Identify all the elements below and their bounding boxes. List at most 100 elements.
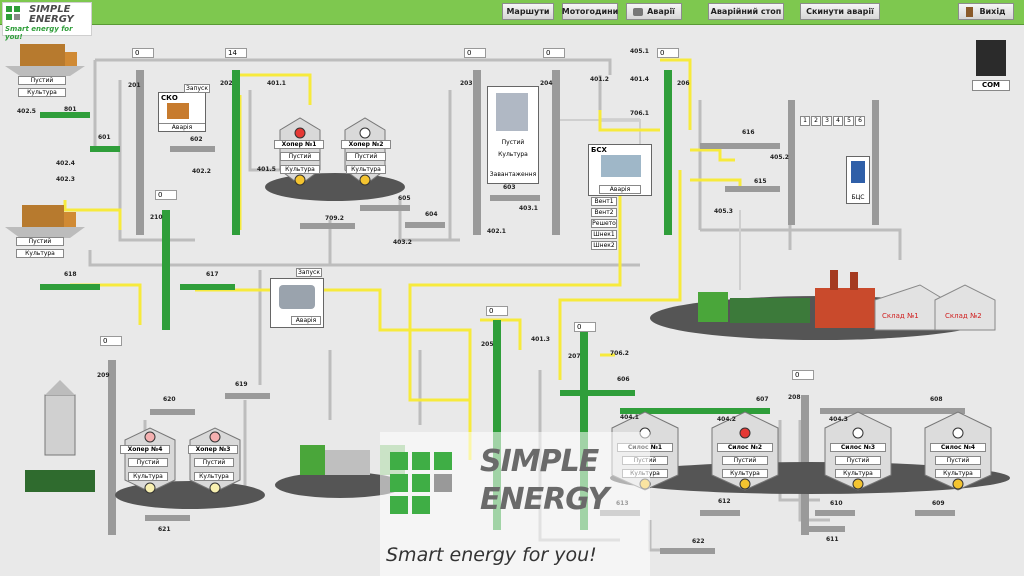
equipment-label-404-2: 404.2: [717, 416, 736, 423]
alarms-button[interactable]: Аварії: [626, 3, 682, 20]
silo4-culture: Культура: [935, 469, 981, 478]
equipment-label-402-2: 402.2: [192, 168, 211, 175]
bsh-vent2[interactable]: Вент2: [591, 208, 617, 217]
counter-208: 0: [792, 370, 814, 380]
equipment-label-401-2: 401.2: [590, 76, 609, 83]
counter-202: 14: [225, 48, 247, 58]
equipment-label-601: 601: [98, 134, 111, 141]
routes-button[interactable]: Маршути: [502, 3, 554, 20]
equipment-label-402-3: 402.3: [56, 176, 75, 183]
bsh-sieve[interactable]: Решето: [591, 219, 617, 228]
equipment-label-620: 620: [163, 396, 176, 403]
hopper4-status: Пустий: [128, 458, 168, 467]
sko-unit[interactable]: СКО Аварія: [158, 92, 206, 132]
gate-1[interactable]: 1: [800, 116, 810, 126]
sko-dryer-icon: [167, 103, 189, 119]
alarms-label: Аварії: [647, 7, 675, 16]
equipment-label-621: 621: [158, 526, 171, 533]
conveyors: [40, 112, 965, 554]
silo3-culture: Культура: [835, 469, 881, 478]
fan-unit[interactable]: Аварія: [270, 278, 324, 328]
hopper4-culture: Культура: [128, 472, 168, 481]
equipment-label-405-3: 405.3: [714, 208, 733, 215]
counter-210: 0: [155, 190, 177, 200]
fan-start-button[interactable]: Запуск: [296, 268, 322, 277]
equipment-label-405-2: 405.2: [770, 154, 789, 161]
exit-button[interactable]: Вихід: [958, 3, 1014, 20]
equipment-label-404-3: 404.3: [829, 416, 848, 423]
fan-machine-icon: [279, 285, 315, 309]
silo4-status: Пустий: [935, 456, 981, 465]
equipment-label-607: 607: [756, 396, 769, 403]
bsh-alarm-status: Аварія: [599, 185, 641, 194]
equipment-label-604: 604: [425, 211, 438, 218]
reset-alarms-button[interactable]: Скинути аварії: [800, 3, 880, 20]
silo3-title: Силос №3: [830, 443, 886, 452]
equipment-label-206: 206: [677, 80, 690, 87]
gate-6[interactable]: 6: [855, 116, 865, 126]
watermark-line2: ENERGY: [480, 482, 609, 517]
hopper2-culture: Культура: [346, 165, 386, 174]
equipment-label-709-2: 709.2: [325, 215, 344, 222]
separator-unit[interactable]: Пустий Культура Завантаження: [487, 86, 539, 184]
silo4-title: Силос №4: [930, 443, 986, 452]
bcs-unit[interactable]: БЦС: [846, 156, 870, 204]
emergency-stop-button[interactable]: Аварійний стоп: [708, 3, 784, 20]
silo3-status: Пустий: [835, 456, 881, 465]
gate-3[interactable]: 3: [822, 116, 832, 126]
railcar-silo: [25, 380, 95, 492]
sko-label: СКО: [161, 94, 178, 102]
counter-205: 0: [486, 306, 508, 316]
separator-culture: Культура: [498, 151, 528, 158]
bcs-gate-selector: 1 2 3 4 5 6: [800, 116, 865, 126]
equipment-label-401-1: 401.1: [267, 80, 286, 87]
bsh-shnek2[interactable]: Шнек2: [591, 241, 617, 250]
sko-start-button[interactable]: Запуск: [184, 84, 210, 93]
truck2-status: Пустий: [16, 237, 64, 246]
equipment-label-617: 617: [206, 271, 219, 278]
gate-2[interactable]: 2: [811, 116, 821, 126]
truck1-status: Пустий: [18, 76, 66, 85]
bsh-vent1[interactable]: Вент1: [591, 197, 617, 206]
sklad2-label: Склад №2: [945, 312, 982, 320]
bsh-label: БСХ: [591, 146, 607, 154]
com-button[interactable]: COM: [972, 80, 1010, 91]
hopper2-title: Хопер №2: [341, 140, 391, 149]
bsh-machine-icon: [601, 155, 641, 177]
equipment-label-201: 201: [128, 82, 141, 89]
bsh-shnek1[interactable]: Шнек1: [591, 230, 617, 239]
equipment-label-401-4: 401.4: [630, 76, 649, 83]
equipment-label-612: 612: [718, 498, 731, 505]
equipment-label-203: 203: [460, 80, 473, 87]
dump-trucks: [5, 44, 85, 238]
top-toolbar: Маршути Мотогодини Аварії Аварійний стоп…: [0, 0, 1024, 25]
equipment-label-605: 605: [398, 195, 411, 202]
gate-4[interactable]: 4: [833, 116, 843, 126]
equipment-label-609: 609: [932, 500, 945, 507]
gate-5[interactable]: 5: [844, 116, 854, 126]
hopper1-culture: Культура: [280, 165, 320, 174]
separator-loading: Завантаження: [489, 171, 537, 178]
equipment-label-801: 801: [64, 106, 77, 113]
hopper3-culture: Культура: [194, 472, 234, 481]
silo2-culture: Культура: [722, 469, 768, 478]
hopper3-status: Пустий: [194, 458, 234, 467]
hopper1-title: Хопер №1: [274, 140, 324, 149]
equipment-label-208: 208: [788, 394, 801, 401]
equipment-label-401-5: 401.5: [257, 166, 276, 173]
watermark-tagline: Smart energy for you!: [386, 544, 597, 566]
watermark: SIMPLE ENERGY Smart energy for you!: [380, 432, 650, 576]
motohours-button[interactable]: Мотогодини: [562, 3, 618, 20]
counter-207: 0: [574, 322, 596, 332]
equipment-label-602: 602: [190, 136, 203, 143]
separator-machine-icon: [496, 93, 528, 131]
truck1-culture: Культура: [18, 88, 66, 97]
equipment-label-207: 207: [568, 353, 581, 360]
bsh-unit[interactable]: БСХ Аварія: [588, 144, 652, 196]
logo-line1: SIMPLE: [29, 4, 71, 15]
logo-tagline: Smart energy for you!: [5, 25, 73, 41]
equipment-label-608: 608: [930, 396, 943, 403]
equipment-label-610: 610: [830, 500, 843, 507]
equipment-label-402-5: 402.5: [17, 108, 36, 115]
